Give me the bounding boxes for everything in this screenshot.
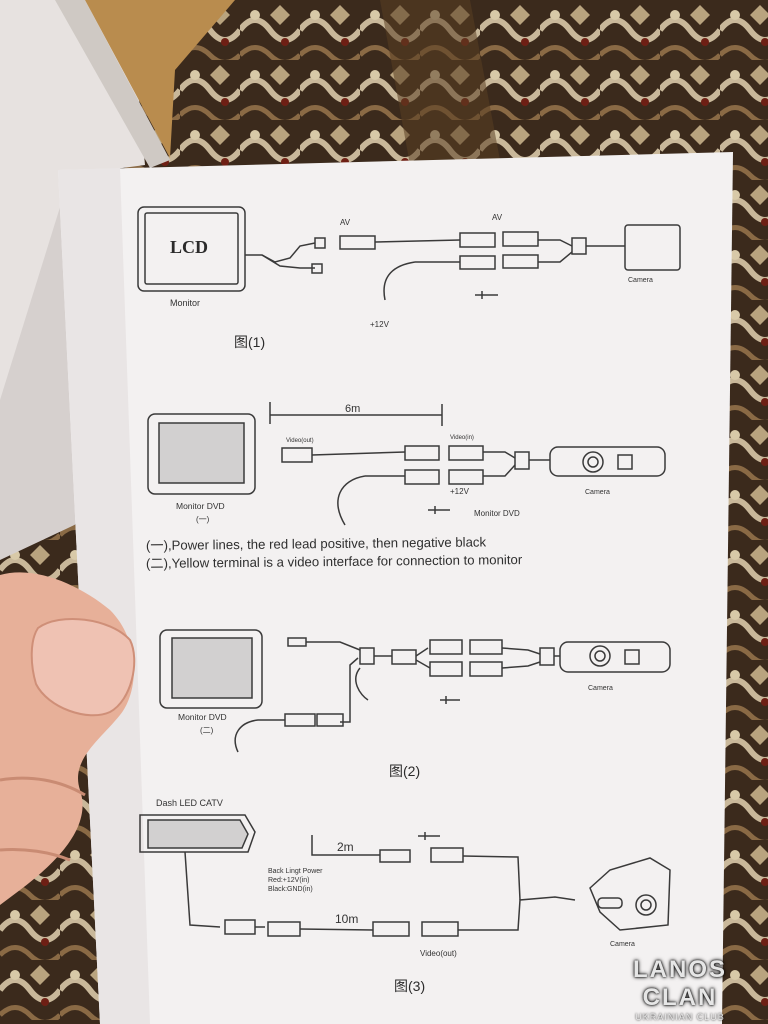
connector (430, 847, 464, 863)
monitor-dvd-label-fig2: Monitor DVD (178, 712, 227, 722)
figure-dvd (147, 402, 666, 526)
av-label-left: AV (340, 218, 351, 227)
finger-crease (0, 776, 86, 797)
connector (314, 237, 326, 249)
power-label: +12V (370, 320, 390, 329)
note-line-2: (二),Yellow terminal is a video interface… (146, 552, 523, 571)
figure-3-caption: 图(3) (394, 978, 425, 994)
monitor-dvd (147, 413, 256, 495)
cable-length-label: 6m (345, 403, 360, 415)
back-light-label-3: Black:GND(in) (268, 886, 313, 893)
wooden-floor (85, 0, 235, 158)
figure-2-caption: 图(2) (389, 763, 420, 779)
camera-label-fig2: Camera (588, 685, 613, 692)
camera-body (549, 446, 666, 477)
lcd-monitor (137, 206, 246, 292)
connector (339, 235, 376, 250)
dash-led-screen (139, 814, 256, 853)
video-out-label-fig3: Video(out) (420, 949, 457, 958)
connector (421, 921, 459, 937)
wall-left (0, 0, 145, 560)
connector (379, 849, 411, 863)
wooden-baseboard (55, 0, 170, 168)
monitor-dvd-label: Monitor DVD (176, 501, 225, 511)
monitor-dvd-num: (一) (196, 515, 210, 524)
dash-led-label: Dash LED CATV (156, 798, 223, 808)
connector (311, 263, 323, 274)
figure-3 (139, 814, 671, 937)
connector (429, 661, 463, 677)
connector (372, 921, 410, 937)
connector (404, 469, 440, 485)
monitor-dvd-label-2: Monitor DVD (474, 509, 520, 518)
connector (469, 661, 503, 677)
finger-crease-2 (0, 848, 71, 862)
connector (429, 639, 463, 655)
av-label-right: AV (492, 213, 503, 222)
power-label-dvd: +12V (450, 487, 470, 496)
connector (316, 713, 344, 727)
video-in-label: Video(in) (450, 435, 474, 441)
connector (502, 231, 539, 247)
rear-camera (589, 857, 671, 931)
lanos-clan-watermark: LANOS CLAN UKRAINIAN CLUB (600, 956, 760, 1022)
back-light-label-2: Red:+12V(in) (268, 877, 309, 884)
note-line-1: (一),Power lines, the red lead positive, … (146, 534, 487, 553)
connector (448, 469, 484, 485)
connector (469, 639, 503, 655)
connector (404, 445, 440, 461)
cable-10m-label: 10m (335, 912, 358, 926)
camera-label-fig3: Camera (610, 941, 635, 948)
monitor-dvd-2 (159, 629, 263, 709)
sheet-shade (58, 168, 150, 1024)
connector (448, 445, 484, 461)
monitor-dvd-num-fig2: (二) (200, 726, 214, 735)
monitor-label: Monitor (170, 298, 200, 308)
figure-1 (137, 206, 681, 301)
watermark-sub: UKRAINIAN CLUB (635, 1012, 725, 1022)
connector (459, 232, 496, 248)
cable-2m-label: 2m (337, 840, 354, 854)
connector (391, 649, 417, 665)
instruction-sheet (58, 152, 733, 1024)
camera-label: Camera (628, 277, 653, 284)
camera-label-dvd: Camera (585, 489, 610, 496)
camera-body (559, 641, 671, 673)
watermark-brand: LANOS CLAN (633, 956, 727, 1011)
back-light-label-1: Back Lingt Power (268, 868, 323, 875)
thumb-nail (30, 617, 136, 717)
figure-2 (159, 629, 671, 753)
camera-body (624, 224, 681, 271)
video-out-label: Video(out) (286, 438, 314, 444)
figure-1-caption: 图(1) (234, 334, 265, 350)
lcd-label: LCD (170, 237, 208, 257)
wood-edge (380, 0, 500, 165)
